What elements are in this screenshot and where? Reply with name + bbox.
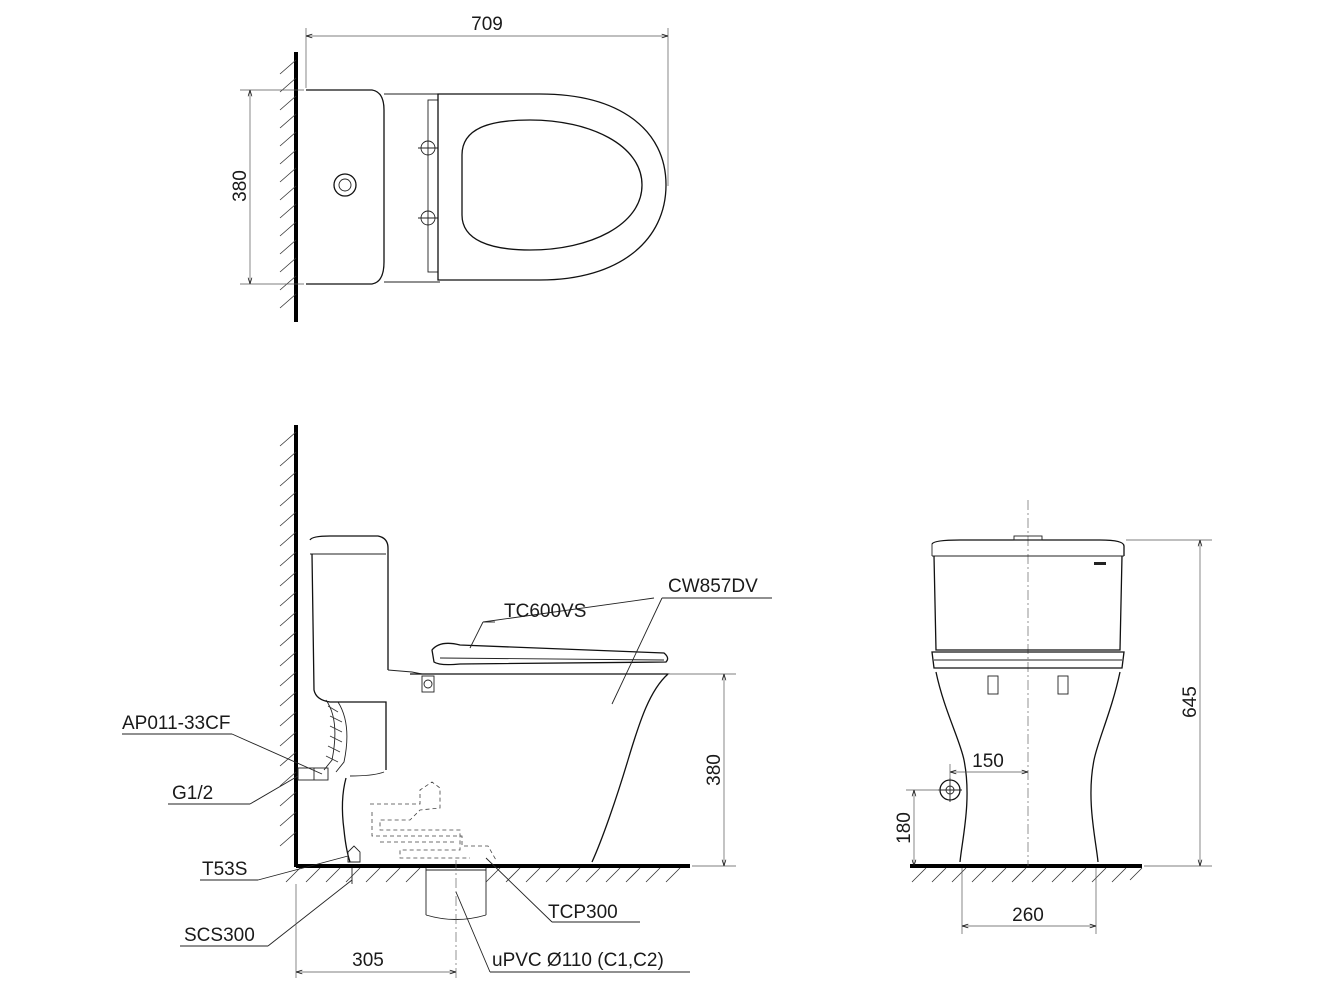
side-wall-hatch <box>279 431 297 847</box>
front-tank-top <box>931 539 1125 556</box>
hinge-bracket <box>427 99 439 273</box>
front-floor-hatch <box>911 867 1143 883</box>
top-wall-hatch <box>279 59 297 309</box>
inlet-fitting <box>297 767 329 781</box>
dim-front-total-height: 645 <box>1180 686 1201 718</box>
top-lid <box>437 93 667 281</box>
dim-front-inlet-height: 180 <box>894 812 915 844</box>
label-t53s: T53S <box>202 859 247 880</box>
dim-side-outlet: 305 <box>352 950 384 971</box>
label-cw857dv: CW857DV <box>668 576 758 597</box>
top-seat-opening <box>461 119 643 251</box>
front-bowl-right <box>1090 671 1121 863</box>
top-view: 709 380 <box>230 14 669 322</box>
dim-front-base-width: 260 <box>1012 905 1044 926</box>
label-ap011: AP011-33CF <box>122 713 230 734</box>
dim-top-width: 709 <box>471 14 503 35</box>
front-tank-body <box>933 555 1123 651</box>
side-tank-body <box>311 553 387 770</box>
top-tank <box>306 89 385 285</box>
front-view: 150 180 645 260 <box>894 500 1212 934</box>
label-g12: G1/2 <box>172 783 213 804</box>
front-bowl-left <box>935 671 968 863</box>
dim-top-depth: 380 <box>230 170 251 202</box>
seat-bolt <box>421 675 435 693</box>
side-seat <box>431 642 669 666</box>
side-view: TC600VS CW857DV AP011-33CF G1/2 T53S SCS… <box>122 425 772 978</box>
label-upvc: uPVC Ø110 (C1,C2) <box>492 950 664 971</box>
dim-front-inlet-offset: 150 <box>972 751 1004 772</box>
side-floor-hatch <box>285 867 681 883</box>
front-seat <box>931 651 1125 669</box>
label-tc600vs: TC600VS <box>504 601 586 622</box>
side-bowl <box>410 673 670 863</box>
label-tcp300: TCP300 <box>548 902 618 923</box>
flush-button <box>333 173 357 197</box>
side-tank-top <box>309 535 389 670</box>
label-scs300: SCS300 <box>184 925 255 946</box>
dim-side-seat-height: 380 <box>704 754 725 786</box>
